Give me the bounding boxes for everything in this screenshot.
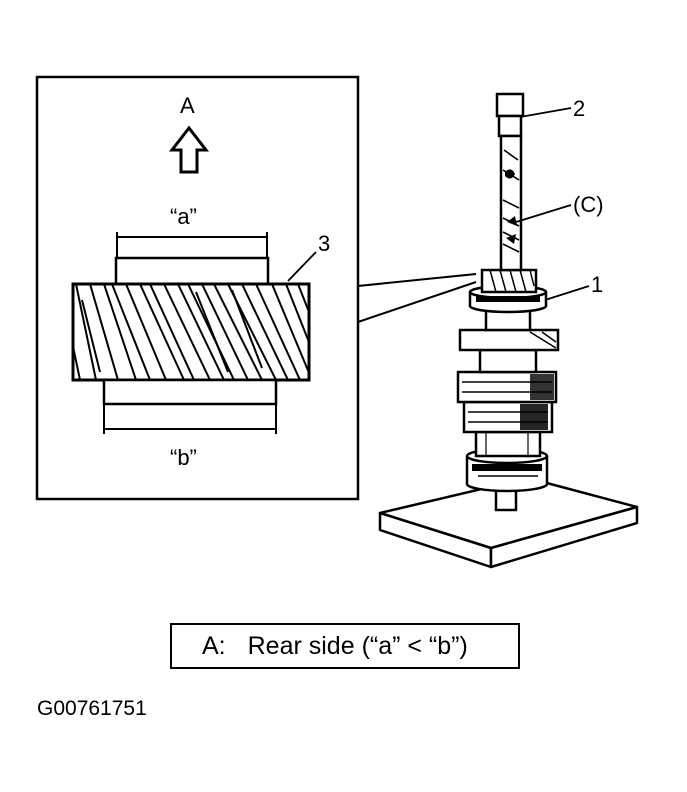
caption-text: Rear side (“a” < “b”) [247,631,468,660]
dimension-line-a [116,232,268,258]
callout-leaders [515,107,590,301]
width-label-a: “a” [170,204,197,229]
press-tool [495,92,525,272]
inset-connector-lines [357,273,477,323]
caption-box: A: Rear side (“a” < “b”) [170,623,520,669]
callout-3: 3 [318,231,330,256]
base-plate [378,476,639,569]
direction-arrow-icon [168,125,210,174]
helical-gear-body [71,282,311,382]
caption-key: A: [202,631,226,660]
dimension-line-b [103,404,277,434]
width-label-b: “b” [170,445,197,470]
inset-frame [35,75,360,501]
gear-stack [456,268,560,493]
gear-hub-top [114,256,270,286]
detail-inset: A “a” [35,75,360,501]
callout-c: (C) [573,192,604,217]
arrow-label: A [180,93,195,118]
shaft-assembly: 2 (C) 1 [378,92,639,569]
callout-2: 2 [573,96,585,121]
figure-id: G00761751 [37,697,147,720]
callout-3-leader [287,251,317,282]
callout-1: 1 [591,272,603,297]
gear-hub-bottom [102,378,278,406]
